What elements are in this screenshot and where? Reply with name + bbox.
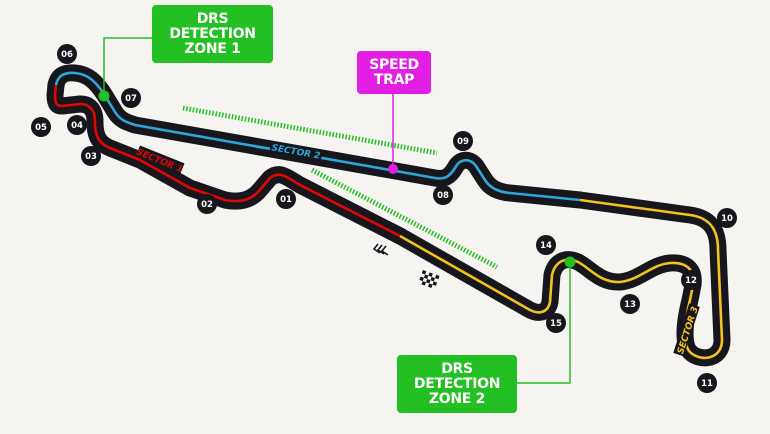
drs-zone-2-marker — [310, 167, 499, 270]
turn-15: 15 — [546, 313, 566, 333]
svg-text:05: 05 — [35, 123, 47, 133]
turn-12: 12 — [681, 270, 701, 290]
turn-01: 01 — [276, 189, 296, 209]
speed-trap-label: SPEED TRAP — [357, 51, 431, 94]
sector-3-line — [399, 198, 724, 360]
drs-zone-1-marker — [182, 105, 438, 156]
turn-09: 09 — [453, 131, 473, 151]
callout-line: ZONE 1 — [184, 40, 241, 57]
callout-line: DETECTION — [413, 375, 501, 392]
callout-line: ZONE 2 — [428, 390, 486, 407]
sector-2-line — [54, 71, 581, 202]
svg-text:01: 01 — [280, 195, 292, 205]
turn-10: 10 — [717, 208, 737, 228]
turn-13: 13 — [620, 294, 640, 314]
callout-line: SPEED — [369, 56, 419, 73]
drs-detection-zone-1-label: DRS DETECTION ZONE 1 — [152, 5, 273, 63]
svg-text:06: 06 — [61, 50, 73, 60]
svg-text:14: 14 — [540, 241, 552, 251]
svg-text:02: 02 — [201, 200, 213, 210]
turn-03: 03 — [81, 146, 101, 166]
svg-text:08: 08 — [437, 191, 449, 201]
turn-05: 05 — [31, 117, 51, 137]
drs-1-point — [98, 90, 110, 102]
turn-11: 11 — [697, 373, 717, 393]
svg-text:04: 04 — [71, 121, 83, 131]
turn-07: 07 — [121, 88, 141, 108]
svg-text:11: 11 — [701, 379, 713, 389]
callout-line: TRAP — [373, 71, 415, 88]
callout-line: DRS — [441, 360, 473, 377]
drs-2-leader — [517, 262, 571, 384]
speed-trap-point — [388, 164, 398, 174]
callout-line: DRS — [196, 10, 229, 27]
svg-text:15: 15 — [550, 319, 562, 329]
svg-text:13: 13 — [624, 300, 636, 310]
direction-chevrons-icon — [372, 243, 389, 256]
turn-06: 06 — [57, 44, 77, 64]
turn-14: 14 — [536, 235, 556, 255]
svg-text:10: 10 — [721, 214, 733, 224]
svg-text:09: 09 — [457, 137, 469, 147]
svg-text:03: 03 — [85, 152, 97, 162]
svg-text:12: 12 — [685, 276, 697, 286]
sector-1-line — [53, 84, 401, 238]
drs-2-point — [564, 256, 576, 268]
drs-1-leader — [103, 37, 152, 95]
svg-text:07: 07 — [125, 94, 137, 104]
checkered-flag-icon — [419, 270, 440, 288]
turn-04: 04 — [67, 115, 87, 135]
turn-08: 08 — [433, 185, 453, 205]
callout-line: DETECTION — [169, 25, 256, 42]
drs-detection-zone-2-label: DRS DETECTION ZONE 2 — [397, 355, 517, 413]
track-outline — [46, 64, 731, 367]
turn-02: 02 — [197, 194, 217, 214]
